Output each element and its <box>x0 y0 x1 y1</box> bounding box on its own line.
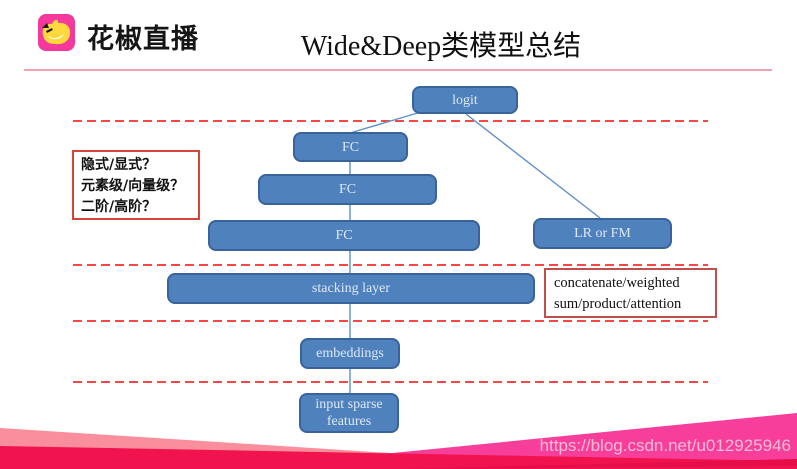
dashed-separator-2 <box>73 264 708 266</box>
node-logit: logit <box>412 86 518 114</box>
right-annotation-line: concatenate/weighted <box>554 275 680 291</box>
node-fc-top: FC <box>293 132 408 162</box>
node-fc-bottom: FC <box>208 220 480 251</box>
node-input-sparse-features: input sparse features <box>299 393 399 433</box>
node-fc-mid: FC <box>258 174 437 205</box>
dashed-separator-3 <box>73 320 708 322</box>
dashed-separator-1 <box>73 120 708 122</box>
dashed-separator-4 <box>73 381 708 383</box>
huajiao-fox-icon <box>38 14 75 51</box>
right-annotation-line: sum/product/attention <box>554 296 682 312</box>
brand-name: 花椒直播 <box>87 24 199 55</box>
node-stacking-layer: stacking layer <box>167 273 535 304</box>
right-annotation-box: concatenate/weighted sum/product/attenti… <box>544 268 717 318</box>
slide-title: Wide&Deep类模型总结 <box>300 31 582 62</box>
node-embeddings: embeddings <box>300 338 400 369</box>
left-annotation-box: 隐式/显式？ 元素级/向量级？ 二阶/高阶？ <box>72 150 200 220</box>
left-annotation-line: 二阶/高阶？ <box>81 199 157 215</box>
csdn-watermark: https://blog.csdn.net/u012925946 <box>539 436 791 455</box>
node-lr-or-fm: LR or FM <box>533 218 672 249</box>
left-annotation-line: 隐式/显式？ <box>81 157 157 173</box>
left-annotation-line: 元素级/向量级？ <box>81 178 185 194</box>
title-underline <box>24 69 772 71</box>
